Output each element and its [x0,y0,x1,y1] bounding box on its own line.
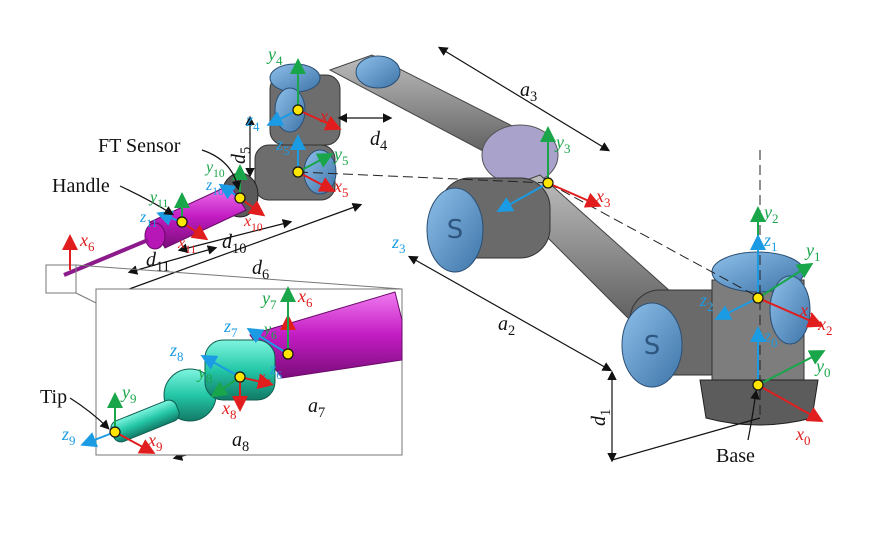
label-x3: x3 [595,186,610,210]
joint-base-shoulder-cap [621,302,683,388]
label-y0: y0 [814,356,830,380]
frame-origins [109,104,764,438]
label-z10: z10 [205,177,224,198]
centre-lines [297,150,761,420]
label-x6-inset: x6 [297,286,313,310]
zoom-source-box [45,264,77,294]
label-y2: y2 [762,202,778,226]
label-z8: z8 [169,340,184,364]
dim-d5: d5 [228,147,254,164]
origin-3 [542,177,554,189]
label-y11: y11 [148,189,168,210]
label-y7: y7 [260,288,277,312]
origin-4 [292,104,304,116]
label-z6: z6 [269,361,282,382]
dim-a2: a2 [498,313,515,339]
dim-d6: d6 [252,257,269,283]
label-z5: z5 [275,134,290,158]
dim-d4: d4 [370,128,387,154]
label-y10: y10 [204,159,225,180]
joint-wrist-2-cap [269,63,321,93]
label-y8: y8 [196,362,212,386]
zoom-inset [45,264,403,456]
origin-0 [752,379,764,391]
label-x7: x7 [257,369,271,390]
label-z7: z7 [223,316,238,340]
joint-wrist-1-cap [355,55,401,89]
label-base: Base [716,445,755,467]
joint-elbow [481,124,559,186]
label-ft-sensor: FT Sensor [98,135,181,157]
label-x5: x5 [333,176,348,200]
label-y4: y4 [266,44,283,68]
dim-a3: a3 [520,79,537,105]
label-z2: z2 [699,290,714,314]
label-z0: z0 [763,326,778,350]
dim-a8: a8 [232,429,249,455]
dim-d1: d1 [588,409,614,426]
label-handle: Handle [52,175,110,197]
dim-d11: d11 [146,249,170,275]
cap-logo-base: S [644,331,661,361]
label-x8: x8 [221,398,236,422]
label-y6: y6 [262,321,277,342]
label-tip: Tip [40,386,67,408]
label-z11: z11 [139,209,158,230]
dim-a7: a7 [308,395,325,421]
text-labels: FT Sensor Handle Tip Base a3 d4 d5 a2 d1… [40,44,832,467]
origin-10 [234,192,246,204]
origin-11 [176,216,188,228]
base-side-cap [769,275,811,345]
label-x10: x10 [243,213,263,234]
origin-8-inset [234,371,246,383]
label-y1: y1 [804,240,820,264]
label-z9: z9 [61,424,76,448]
label-x9: x9 [147,430,162,454]
label-x4: x4 [319,106,335,130]
label-y9: y9 [120,382,136,406]
label-x2: x2 [817,314,832,338]
label-x6: x6 [79,230,95,254]
origin-6-inset [282,348,294,360]
cap-logo-shoulder: S [447,215,464,245]
origin-5 [292,166,304,178]
label-y5: y5 [332,144,348,168]
origin-9-inset [109,426,121,438]
label-y3: y3 [554,132,570,156]
label-z1: z1 [763,230,778,254]
callout-arrows [69,149,760,441]
origin-1 [752,292,764,304]
label-x1: x1 [799,300,814,324]
joint-wrist-3-cap [303,149,337,195]
label-x11: x11 [177,235,196,256]
label-z4: z4 [245,110,260,134]
dim-d10: d10 [222,231,246,257]
robot-arm: S S [63,54,819,426]
label-x0: x0 [795,424,810,448]
label-z3: z3 [391,232,406,256]
